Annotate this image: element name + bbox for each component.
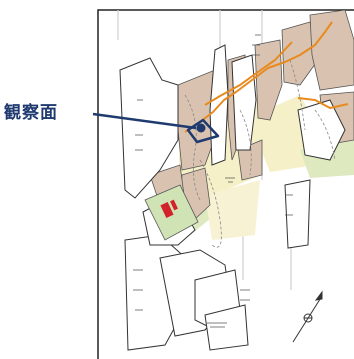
red-markers — [160, 199, 178, 219]
dashed-contours — [184, 59, 336, 248]
north-arrow-icon — [292, 290, 323, 343]
callout-leader-line — [92, 112, 197, 130]
orange-contours — [184, 21, 349, 133]
observation-surface-label: 観察面 — [4, 103, 58, 123]
target-point-icon[interactable] — [186, 118, 220, 144]
